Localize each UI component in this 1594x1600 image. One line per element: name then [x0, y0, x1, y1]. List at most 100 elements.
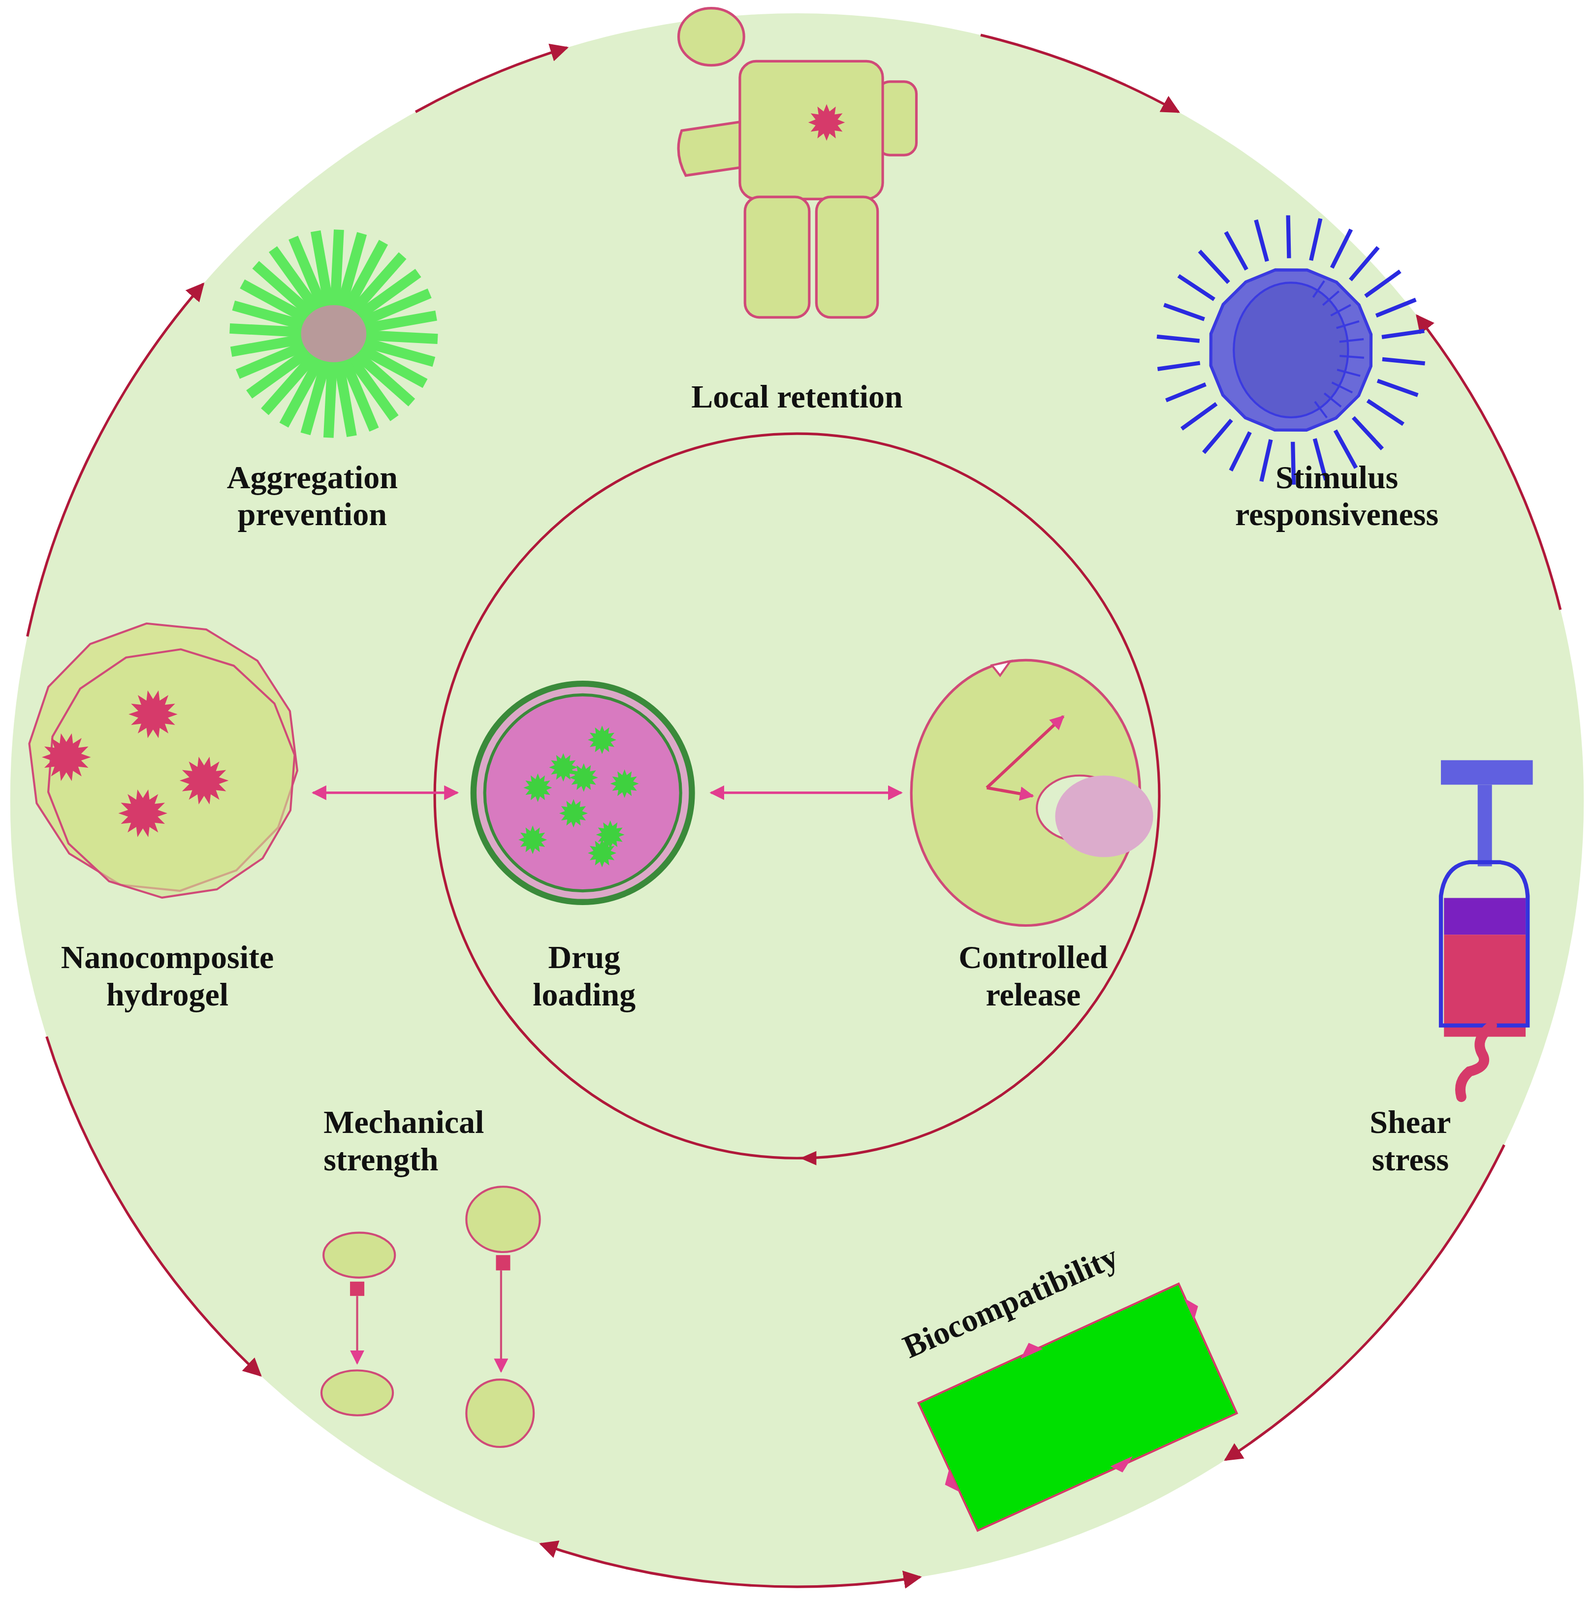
stimulus-shell: [1211, 269, 1371, 431]
ray: [1178, 275, 1215, 300]
ray: [335, 229, 340, 308]
feature-node: Nanocomposite hydrogel: [28, 597, 307, 1014]
particle: [118, 789, 168, 838]
cycle-arrow: [27, 284, 204, 637]
ray: [1381, 331, 1425, 338]
cycle-arrow: [541, 1544, 921, 1588]
particle: [523, 773, 552, 803]
gel-piece: [323, 1233, 395, 1278]
ray: [1181, 403, 1217, 429]
cycle-arrow: [1416, 315, 1561, 610]
released-drug: [1054, 775, 1153, 858]
feature-label-text: Stimulus responsiveness: [1209, 458, 1466, 534]
inner-arrowhead: [799, 1151, 817, 1166]
ray: [1332, 229, 1352, 268]
ray: [1310, 218, 1321, 261]
gel-piece: [321, 1370, 393, 1416]
block-label: Biocompatibility: [894, 1235, 1126, 1370]
person-leg: [744, 196, 810, 318]
feature-label-text: Nanocomposite hydrogel: [44, 938, 291, 1014]
feature-label-text: Controlled release: [939, 938, 1127, 1014]
cycle-arrow: [46, 1036, 261, 1376]
ray: [1339, 339, 1364, 342]
strength-icon: [321, 1186, 541, 1448]
particle: [610, 769, 639, 798]
ray: [1350, 247, 1378, 281]
ray: [1339, 355, 1365, 358]
person-body: [739, 61, 883, 199]
ray: [1353, 417, 1383, 449]
feature-label-text: Drug loading: [505, 938, 664, 1014]
ray: [1157, 363, 1200, 370]
release-arrow: [987, 788, 1033, 797]
double-arrow: [313, 791, 458, 795]
release-arrow: [987, 716, 1064, 788]
ray: [1288, 215, 1290, 259]
stimulus-icon: [1156, 215, 1426, 485]
feature-label: Aggregation prevention: [199, 456, 425, 536]
ray: [360, 335, 438, 340]
particle: [587, 838, 617, 868]
edge-arrowhead: [945, 1469, 960, 1493]
syringe-barrel: [1440, 862, 1528, 1026]
particle: [518, 825, 547, 855]
feature-label-text: Aggregation prevention: [201, 458, 423, 534]
ray: [231, 338, 308, 352]
ray: [1330, 305, 1351, 317]
outer-disc: [10, 13, 1585, 1588]
particle: [559, 798, 588, 828]
ray: [1365, 271, 1401, 297]
cycle-arrow: [1225, 1145, 1504, 1461]
ray: [1164, 304, 1205, 319]
ray: [328, 360, 333, 438]
edge-arrowhead: [1183, 1298, 1199, 1321]
aggregation-core: [301, 305, 367, 363]
stimulus-core: [1233, 282, 1348, 418]
feature-label-text: Mechanical strength: [323, 1103, 531, 1179]
drug-carrier-core: [484, 695, 681, 892]
feature-label: Stimulus responsiveness: [1207, 456, 1467, 536]
rotation-mark: [991, 661, 1011, 676]
ray: [1382, 359, 1426, 364]
ray: [359, 315, 437, 329]
syringe-handle: [1440, 760, 1533, 786]
ray: [1324, 393, 1341, 407]
feature-node: Drug loading: [464, 597, 704, 1014]
feature-label: Shear stress: [1349, 1101, 1472, 1181]
ray: [315, 231, 329, 308]
person-leg: [816, 196, 878, 318]
feature-label: Mechanical strength: [321, 1101, 533, 1181]
ray: [1199, 251, 1229, 283]
ray: [1255, 220, 1268, 262]
ray: [1337, 369, 1361, 376]
ray: [229, 328, 308, 333]
ray: [1336, 321, 1360, 329]
cycle-arrow: [980, 34, 1179, 112]
ray: [338, 359, 352, 437]
feature-label-text: Local retention: [691, 378, 903, 416]
clamp: [350, 1281, 365, 1297]
ray: [1166, 384, 1207, 401]
syringe-plunger: [1443, 898, 1526, 936]
stretch-arrow: [500, 1270, 503, 1372]
ray: [1156, 336, 1200, 342]
ray: [1332, 382, 1353, 393]
stimulus-ticks: [1312, 281, 1364, 418]
syringe-icon: [1440, 760, 1533, 1098]
ray: [1203, 419, 1232, 453]
nanoparticles: [41, 690, 229, 838]
clamp: [495, 1255, 511, 1271]
hydrogel-shape: [48, 649, 295, 898]
edge-arrowhead: [1110, 1456, 1133, 1473]
injected-gel: [1460, 1025, 1492, 1098]
cycle-arrow: [415, 47, 568, 113]
ray: [1375, 299, 1416, 317]
particle: [41, 733, 92, 782]
syringe-fluid: [1443, 934, 1526, 1037]
drug-particles: [518, 725, 639, 868]
edge-arrowhead: [1020, 1343, 1044, 1360]
ray: [1230, 432, 1250, 471]
